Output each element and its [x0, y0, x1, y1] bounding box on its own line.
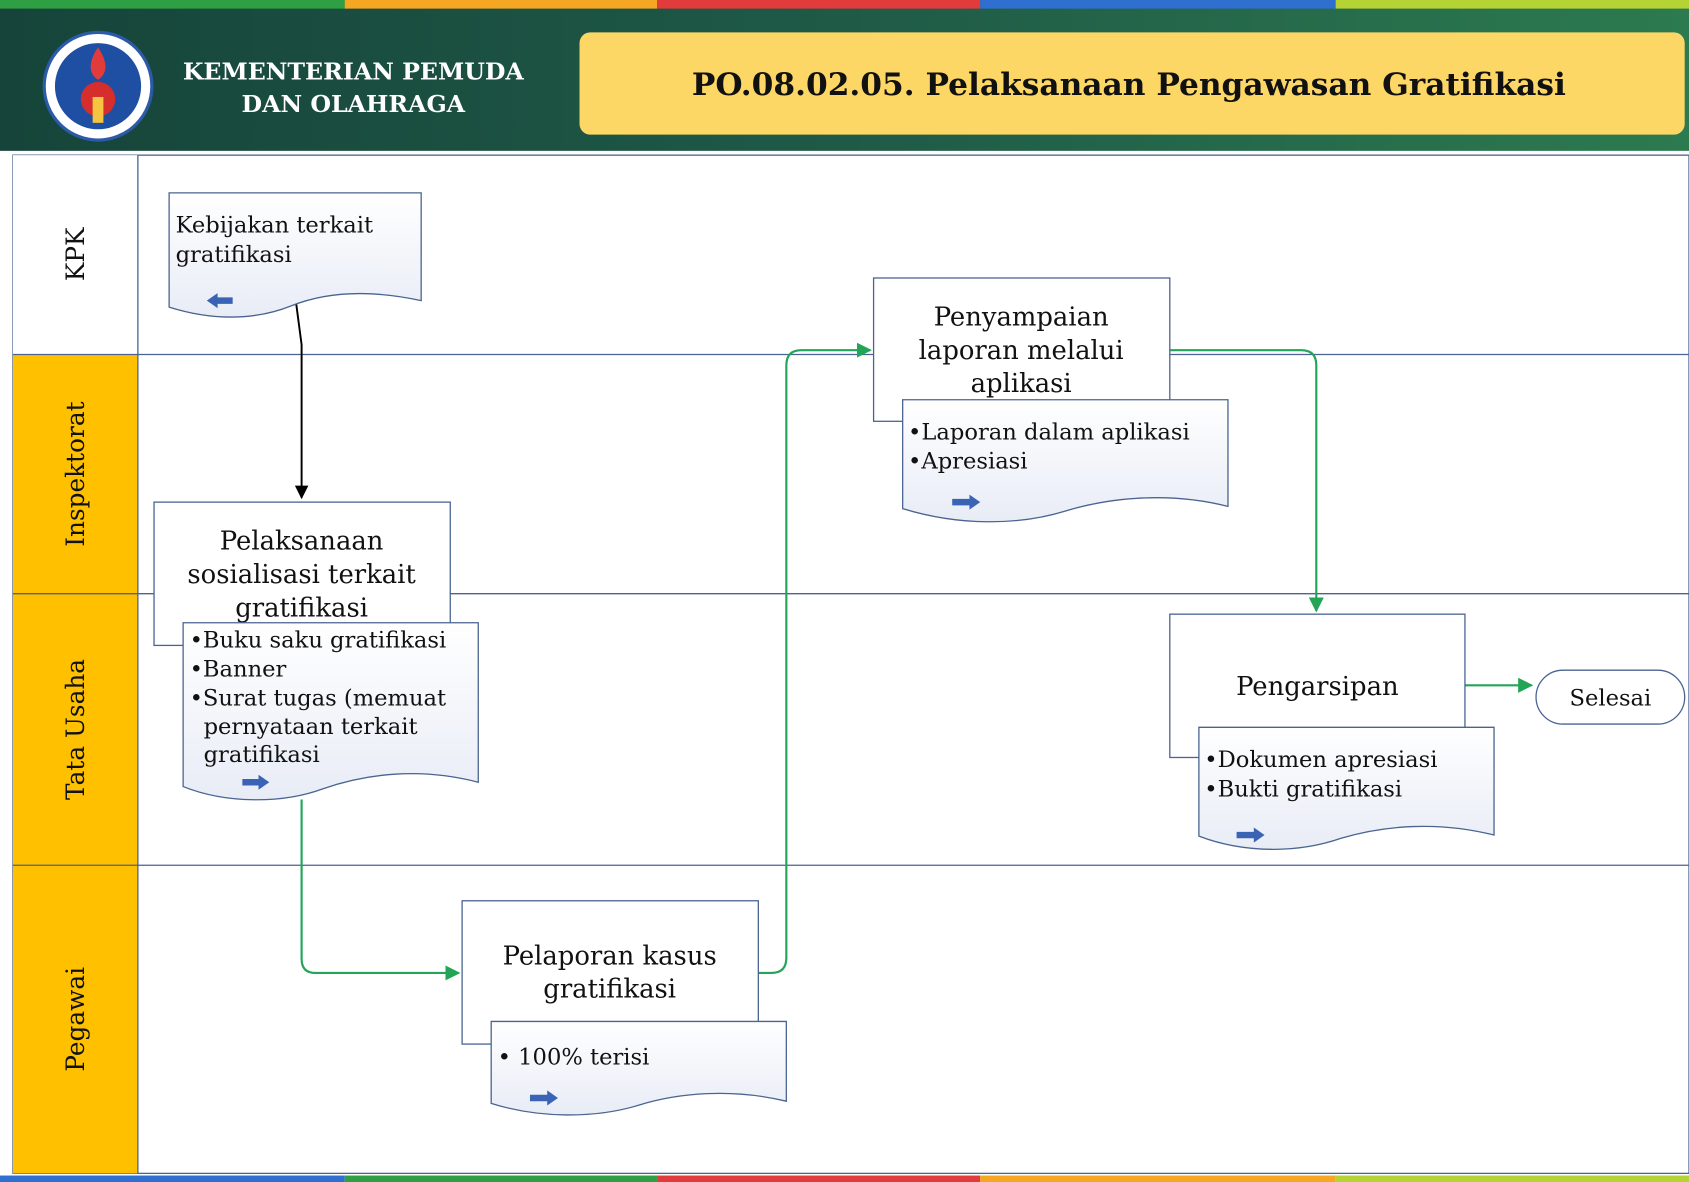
svg-text:•Apresiasi: •Apresiasi [908, 449, 1027, 475]
arrow-right-icon [1236, 827, 1265, 843]
connector-kebijakan-to-sosialisasi [294, 303, 309, 500]
accent-strip-top [0, 0, 1689, 9]
connector-pelaporan-to-penyampaian [758, 342, 872, 975]
document-sosialisasi-outputs: •Buku saku gratifikasi •Banner •Surat tu… [182, 622, 479, 801]
svg-text:• 100% terisi: • 100% terisi [498, 1045, 650, 1071]
arrow-right-icon [529, 1090, 558, 1106]
pelaporan-doc-item: 100% terisi [518, 1045, 649, 1071]
process-pelaporan: Pelaporan kasus gratifikasi [461, 900, 759, 1045]
arrow-left-icon [206, 293, 233, 309]
penyampaian-doc-item: Laporan dalam aplikasi [921, 420, 1189, 446]
sosialisasi-text-line2: sosialisasi terkait [187, 560, 416, 590]
sosialisasi-doc-continuation: gratifikasi [204, 742, 320, 768]
svg-text:•Dokumen apresiasi: •Dokumen apresiasi [1204, 747, 1437, 773]
lane-header-pegawai [12, 865, 138, 1174]
document-kebijakan: Kebijakan terkait gratifikasi [168, 192, 422, 318]
accent-strip-bottom [0, 1175, 1689, 1182]
header: KEMENTERIAN PEMUDA DAN OLAHRAGA PO.08.02… [0, 0, 1689, 151]
penyampaian-doc-item: Apresiasi [920, 449, 1027, 475]
penyampaian-text-line2: laporan melalui [919, 336, 1124, 366]
document-pelaporan-output: • 100% terisi [490, 1020, 787, 1116]
penyampaian-text-line1: Penyampaian [934, 302, 1109, 332]
svg-text:•Laporan dalam aplikasi: •Laporan dalam aplikasi [908, 420, 1190, 446]
sosialisasi-doc-continuation: pernyataan terkait [204, 714, 418, 740]
kebijakan-text-line2: gratifikasi [176, 242, 292, 268]
sosialisasi-doc-item: Buku saku gratifikasi [203, 628, 446, 654]
svg-text:•Surat tugas (memuat: •Surat tugas (memuat [190, 686, 447, 712]
lane-header-kpk [12, 155, 138, 355]
connector-penyampaian-to-pengarsipan [1169, 349, 1324, 613]
lane-header-tata-usaha [12, 593, 138, 866]
lane-header-inspektorat [12, 354, 138, 594]
arrow-right-icon [952, 494, 981, 510]
pelaporan-text-line2: gratifikasi [543, 975, 676, 1005]
document-pengarsipan-outputs: •Dokumen apresiasi •Bukti gratifikasi [1198, 726, 1495, 850]
pelaporan-text-line1: Pelaporan kasus [503, 941, 717, 971]
svg-text:•Banner: •Banner [190, 657, 287, 683]
terminator-selesai: Selesai [1535, 669, 1686, 725]
kemenpora-logo [42, 30, 154, 142]
page-title: PO.08.02.05. Pelaksanaan Pengawasan Grat… [692, 67, 1566, 103]
lane-label-tata-usaha: Tata Usaha [61, 659, 90, 800]
svg-text:•Bukti gratifikasi: •Bukti gratifikasi [1204, 776, 1402, 802]
pengarsipan-doc-item: Dokumen apresiasi [1218, 747, 1438, 773]
lane-label-pegawai: Pegawai [61, 967, 90, 1072]
sosialisasi-text-line1: Pelaksanaan [220, 527, 384, 557]
kebijakan-text-line1: Kebijakan terkait [176, 213, 374, 239]
document-penyampaian-outputs: •Laporan dalam aplikasi •Apresiasi [902, 399, 1229, 523]
arrow-right-icon [242, 774, 270, 790]
lane-label-kpk: KPK [61, 227, 90, 281]
lane-label-inspektorat: Inspektorat [61, 401, 90, 546]
svg-text:•Buku saku gratifikasi: •Buku saku gratifikasi [190, 628, 447, 654]
sosialisasi-doc-item: Banner [203, 657, 287, 683]
connector-sosialisasi-to-pelaporan [300, 799, 461, 981]
selesai-label: Selesai [1569, 686, 1651, 712]
penyampaian-text-line3: aplikasi [971, 369, 1072, 399]
pengarsipan-text: Pengarsipan [1236, 672, 1399, 702]
org-name-line2: DAN OLAHRAGA [242, 90, 466, 118]
pengarsipan-doc-item: Bukti gratifikasi [1218, 776, 1403, 802]
sosialisasi-doc-item: Surat tugas (memuat [203, 686, 446, 712]
process-sosialisasi: Pelaksanaan sosialisasi terkait gratifik… [153, 501, 451, 647]
sosialisasi-text-line3: gratifikasi [235, 593, 368, 623]
connectors [294, 303, 1534, 981]
org-name-line1: KEMENTERIAN PEMUDA [183, 58, 525, 86]
title-box [579, 32, 1685, 135]
